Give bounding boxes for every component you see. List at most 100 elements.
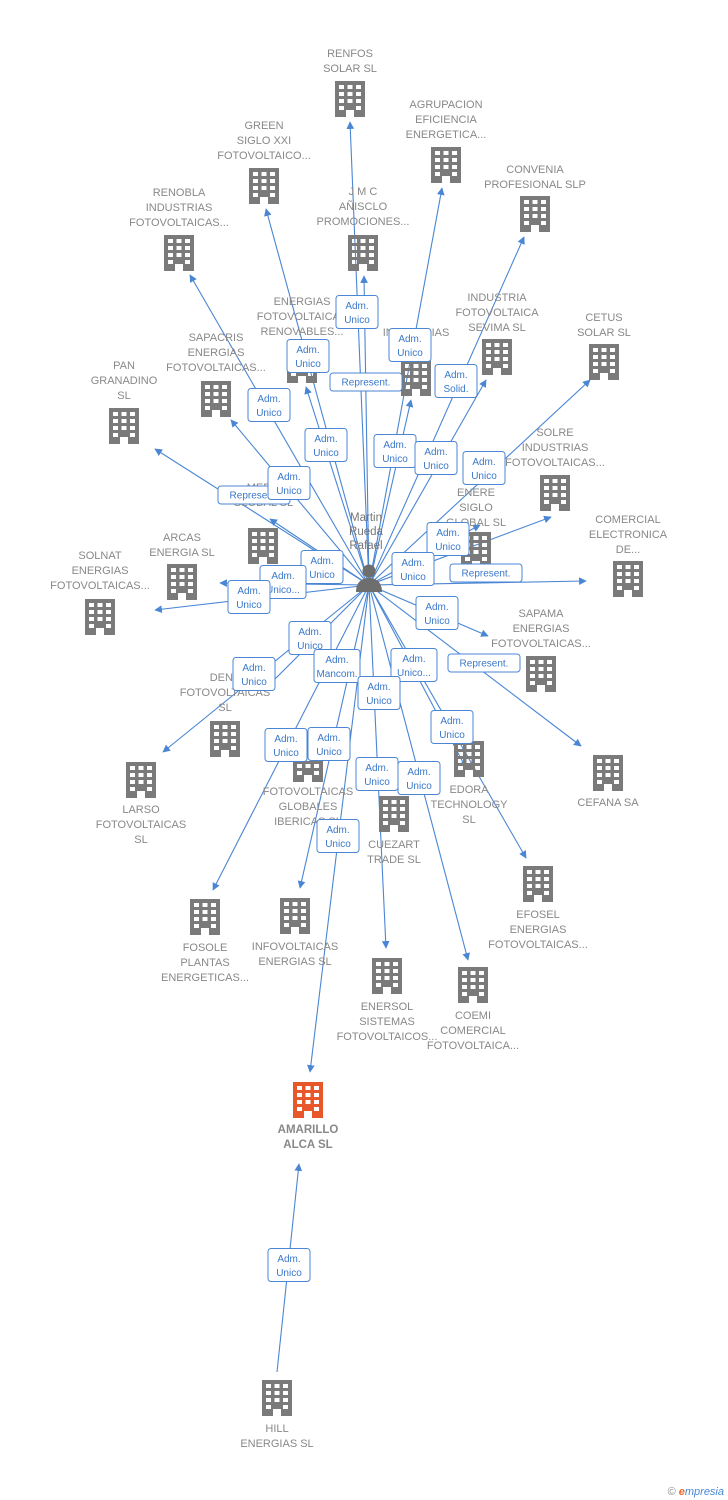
edge-label-22[interactable]: Represent. (447, 653, 521, 673)
edge-label-3[interactable]: Represent. (329, 372, 403, 392)
edge-label-19[interactable]: Adm.Unico (288, 621, 332, 655)
company-label-line: FOTOVOLTAICOS... (337, 1031, 438, 1043)
company-node-sapacris[interactable]: SAPACRISENERGIASFOTOVOLTAICAS... (166, 332, 266, 417)
edge-label-11[interactable]: Adm.Unico (267, 466, 311, 500)
edge-arrow-4 (189, 274, 370, 586)
company-node-coemi[interactable]: COEMICOMERCIALFOTOVOLTAICA... (427, 967, 519, 1052)
person-node[interactable]: Martin Rueda Rafael (349, 512, 384, 592)
brand-name: mpresia (684, 1486, 724, 1498)
edge-label-text: Adm. (326, 825, 349, 836)
edge-label-text: Represent. (462, 569, 511, 580)
edge-label-9[interactable]: Adm.Unico (462, 451, 506, 485)
edge-label-box (288, 621, 332, 655)
company-node-enersol[interactable]: ENERSOLSISTEMASFOTOVOLTAICOS... (337, 958, 438, 1043)
company-label-line: FOTOVOLTAICAS... (505, 457, 605, 469)
edge-label-0[interactable]: Adm.Unico (335, 295, 379, 329)
edge-label-7[interactable]: Adm.Unico (373, 434, 417, 468)
company-node-fosole[interactable]: FOSOLEPLANTASENERGETICAS... (161, 899, 249, 984)
edge-label-16[interactable]: Represent. (449, 563, 523, 583)
company-label-line: FOSOLE (183, 942, 228, 954)
company-node-sapama[interactable]: SAPAMAENERGIASFOTOVOLTAICAS... (491, 608, 591, 692)
edge-label-text: Unico (439, 730, 465, 741)
company-node-comercial_e[interactable]: COMERCIALELECTRONICADE... (589, 514, 668, 597)
edge-arrow-10 (230, 419, 370, 586)
edge-label-box (264, 728, 308, 762)
edge-label-31[interactable]: Adm.Unico (267, 1248, 311, 1282)
edge-label-18[interactable]: Adm.Unico (415, 596, 459, 630)
company-node-efosel[interactable]: EFOSELENERGIASFOTOVOLTAICAS... (488, 866, 588, 951)
company-node-jmc[interactable]: J M CAÑISCLOPROMOCIONES... (317, 186, 410, 271)
edge-label-4[interactable]: Adm.Solid. (434, 364, 478, 398)
edge-label-20[interactable]: Adm.Unico (232, 657, 276, 691)
company-label-line: SL (462, 814, 475, 826)
edge-label-23[interactable]: Adm.Mancom. (313, 649, 361, 683)
edge-label-12[interactable]: Adm. Unico (426, 522, 470, 556)
edge-label-28[interactable]: Adm.Unico (355, 757, 399, 791)
edge-label-27[interactable]: Adm.Unico (307, 727, 351, 761)
company-label-line: ENERGIAS SL (258, 956, 331, 968)
company-label-line: ENERGIAS (510, 924, 567, 936)
edge-label-13[interactable]: Adm.Unico (391, 552, 435, 586)
building-icon (109, 408, 139, 444)
company-label-line: FOTOVOLTAICA (455, 307, 539, 319)
edge-label-text: Unico (435, 542, 461, 553)
edge-label-box (415, 596, 459, 630)
edge-label-30[interactable]: Adm.Unico (316, 819, 360, 853)
edge-label-29[interactable]: Adm.Unico (397, 761, 441, 795)
company-label-line: ELECTRONICA (589, 529, 668, 541)
edge-label-text: Adm. (436, 528, 459, 539)
edge-label-text: Unico (276, 1268, 302, 1279)
company-label-line: FOTOVOLTAICAS (263, 786, 353, 798)
building-icon (201, 381, 231, 417)
edge-label-24[interactable]: Adm.Unico (357, 676, 401, 710)
edge-label-text: Adm. (242, 663, 265, 674)
building-icon (262, 1380, 292, 1416)
building-icon (249, 168, 279, 204)
company-node-agrupacion[interactable]: AGRUPACIONEFICIENCIAENERGETICA... (406, 99, 487, 183)
edge-label-5[interactable]: Adm.Unico (247, 388, 291, 422)
edge-label-box (391, 552, 435, 586)
company-node-energias_fr[interactable]: ENERGIASFOTOVOLTAICASRENOVABLES... (257, 296, 347, 383)
edge-label-21[interactable]: Adm.Unico... (390, 648, 438, 682)
edge-label-25[interactable]: Adm.Unico (430, 710, 474, 744)
company-label-line: SOLAR SL (577, 327, 631, 339)
edge-label-text: Represent. (342, 378, 391, 389)
edge-label-2[interactable]: Adm.Unico (388, 328, 432, 362)
company-label-line: SEVIMA SL (468, 322, 525, 334)
edge-label-14[interactable]: Adm.Unico (300, 550, 344, 584)
edge-label-17[interactable]: Adm.Unico (227, 580, 271, 614)
company-label-line: ENERGIAS (72, 565, 129, 577)
edge-label-text: Adm. (325, 655, 348, 666)
edge-label-1[interactable]: Adm.Unico (286, 339, 330, 373)
edge-label-text: Adm. (425, 602, 448, 613)
company-node-cefana[interactable]: CEFANA SA (577, 755, 639, 809)
edge-label-8[interactable]: Adm.Unico (414, 441, 458, 475)
edge-label-6[interactable]: Adm.Unico (304, 428, 348, 462)
person-name-line-3: Rafael (349, 540, 382, 552)
edge-arrow-8 (368, 379, 487, 586)
building-icon (540, 475, 570, 511)
company-label-line: FOTOVOLTAICAS (257, 311, 347, 323)
company-label-line: COMERCIAL (440, 1025, 505, 1037)
copyright-symbol: © (667, 1486, 676, 1498)
company-node-renobla[interactable]: RENOBLAINDUSTRIASFOTOVOLTAICAS... (129, 187, 229, 271)
company-label-line: GREEN (244, 120, 283, 132)
company-node-solre[interactable]: SOLREINDUSTRIASFOTOVOLTAICAS... (505, 427, 605, 511)
building-icon (379, 796, 409, 832)
edge-label-26[interactable]: Adm.Unico (264, 728, 308, 762)
edge-label-text: Adm. (314, 434, 337, 445)
company-node-solnat[interactable]: SOLNATENERGIASFOTOVOLTAICAS... (50, 550, 150, 635)
